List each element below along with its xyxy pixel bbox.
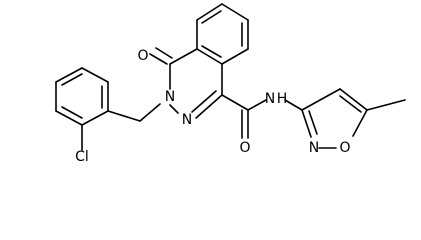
bond-ring-n3-n2 [169,104,179,114]
bond-isox-c4-c5-inner [339,95,362,113]
atom-nitrogen-isoxazole: N [309,140,319,156]
bond-carbonyl-1 [149,53,168,65]
bond-isox-c4-c5 [339,88,368,111]
bond-n3-ch2 [139,103,161,122]
atom-hydrogen-amide: H [277,91,288,107]
bond-aryl-2-inner [61,106,83,119]
atom-oxygen-amide: O [239,140,250,156]
atom-nitrogen-amide: N [265,91,275,107]
atom-label-layer: O N N Cl O N H N O [75,48,350,165]
bond-aryl-4-inner [61,73,83,86]
bond-aryl-4 [55,67,83,83]
atom-oxygen-carbonyl: O [137,48,148,64]
atom-nitrogen-n3: N [165,89,175,105]
atom-nitrogen-n2: N [182,112,192,128]
bond-layer [55,3,406,151]
atom-chlorine: Cl [75,149,89,165]
bond-aryl-1 [81,110,109,126]
bond-benzo-1 [221,3,249,21]
bond-benzo-4 [196,48,223,65]
bond-c1-amide [221,94,249,111]
bond-isox-c3-c4 [301,88,341,111]
bond-ring-n2-c1 [195,94,223,119]
atom-oxygen-isoxazole: O [339,140,350,156]
bond-n-isoxazole [284,99,303,111]
bond-benzo-4-inner [201,45,222,58]
bond-aryl-2 [55,110,83,126]
bond-carbonyl-2 [155,47,173,59]
bond-amide-n [247,99,267,111]
bond-ring-n2-c1-inner [191,90,217,113]
bond-benzo-6 [196,3,223,21]
bond-ch2-aryl [107,110,141,122]
bond-isox-n-c3 [301,109,312,138]
bond-isox-n-c3-inner [308,110,318,135]
bond-ring-c8a-c4 [169,48,198,65]
structure-canvas: O N N Cl O N H N O [55,3,406,165]
bond-benzo-3 [221,48,249,65]
bond-benzo-6-inner [201,10,222,24]
bond-isox-c5-o [352,109,368,137]
molecule-structure: O N N Cl O N H N O [55,3,406,165]
bond-methyl [366,99,406,111]
bond-aryl-5 [81,67,109,83]
